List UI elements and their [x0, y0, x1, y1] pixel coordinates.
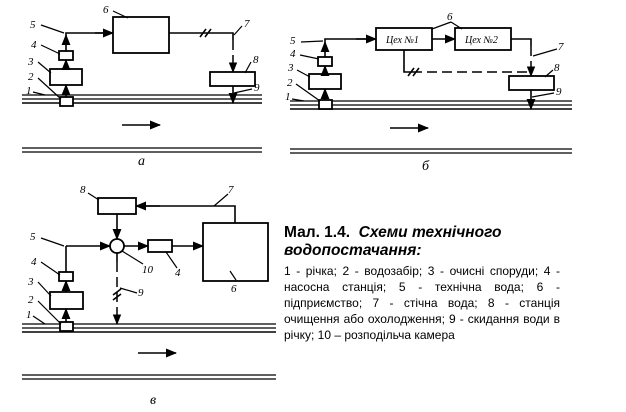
leaders-a [32, 10, 253, 100]
label-b-8: 8 [554, 62, 560, 74]
label-c-7: 7 [228, 184, 234, 196]
label-a-6: 6 [103, 4, 109, 16]
scheme-a: 5 4 3 2 1 6 7 8 9 а [22, 4, 262, 169]
intake-box-c [59, 321, 74, 332]
label-c-5: 5 [30, 231, 36, 243]
label-c-3: 3 [27, 276, 34, 288]
workshop-2-label: Цех №2 [464, 35, 498, 46]
label-c-1: 1 [26, 309, 32, 321]
distribution-chamber [109, 238, 125, 254]
label-a-8: 8 [253, 54, 259, 66]
break-marks-c [112, 288, 122, 301]
label-a-9: 9 [254, 82, 260, 94]
pump-box-b [317, 56, 333, 67]
scheme-c: 5 4 3 2 1 8 7 9 10 4 6 в [22, 184, 276, 408]
label-c-2: 2 [28, 294, 34, 306]
cleaning-station-box-c [97, 197, 137, 215]
leaders-c [32, 192, 237, 325]
break-marks-b [407, 67, 420, 77]
workshop-1-label: Цех №1 [385, 35, 419, 46]
label-c-4: 4 [31, 256, 37, 268]
intake-box-a [59, 96, 74, 107]
intake-box-b [318, 99, 333, 110]
label-a-5: 5 [30, 19, 36, 31]
figure-caption: Мал. 1.4. Схеми технічного водопостачанн… [284, 224, 560, 343]
label-a-4: 4 [31, 39, 37, 51]
pump-box-c [58, 271, 74, 282]
river-c [22, 323, 276, 380]
label-c-4b: 4 [175, 267, 181, 279]
treatment-box-a [49, 68, 83, 86]
label-b-5: 5 [290, 35, 296, 47]
label-b-1: 1 [285, 91, 291, 103]
caption-heading: Схеми технічного водопостачання: [284, 224, 502, 259]
label-c-9: 9 [138, 287, 144, 299]
label-c-8: 8 [80, 184, 86, 196]
label-c-6: 6 [231, 283, 237, 295]
scheme-letter-c: в [150, 393, 156, 408]
cleaning-station-box-b [508, 75, 555, 91]
pump-box-c2 [147, 239, 173, 253]
label-b-6: 6 [447, 11, 453, 23]
scheme-b: Цех №1 Цех №2 5 4 3 2 [285, 11, 572, 174]
leaders-b [291, 21, 558, 102]
scheme-letter-a: а [138, 154, 145, 169]
label-a-2: 2 [28, 71, 34, 83]
treatment-box-b [308, 73, 342, 90]
caption-legend: 1 - річка; 2 - водозабір; 3 - очисні спо… [284, 264, 560, 342]
river-b [290, 100, 572, 154]
enterprise-box-c [202, 222, 269, 282]
label-c-10: 10 [142, 264, 154, 276]
label-a-1: 1 [26, 85, 32, 97]
cleaning-station-box-a [209, 71, 256, 87]
label-b-4: 4 [290, 48, 296, 60]
scheme-letter-b: б [422, 159, 430, 174]
label-b-3: 3 [287, 62, 294, 74]
label-b-9: 9 [556, 86, 562, 98]
river-a [22, 94, 262, 153]
label-b-2: 2 [287, 77, 293, 89]
label-b-7: 7 [558, 41, 564, 53]
treatment-box-c [49, 291, 84, 310]
pump-box-a [58, 50, 74, 61]
label-a-3: 3 [27, 56, 34, 68]
label-a-7: 7 [244, 18, 250, 30]
enterprise-box-a [112, 16, 170, 54]
break-marks-a [199, 28, 212, 38]
caption-title: Мал. 1.4. Схеми технічного водопостачанн… [284, 224, 560, 260]
caption-prefix: Мал. 1.4. [284, 224, 351, 241]
